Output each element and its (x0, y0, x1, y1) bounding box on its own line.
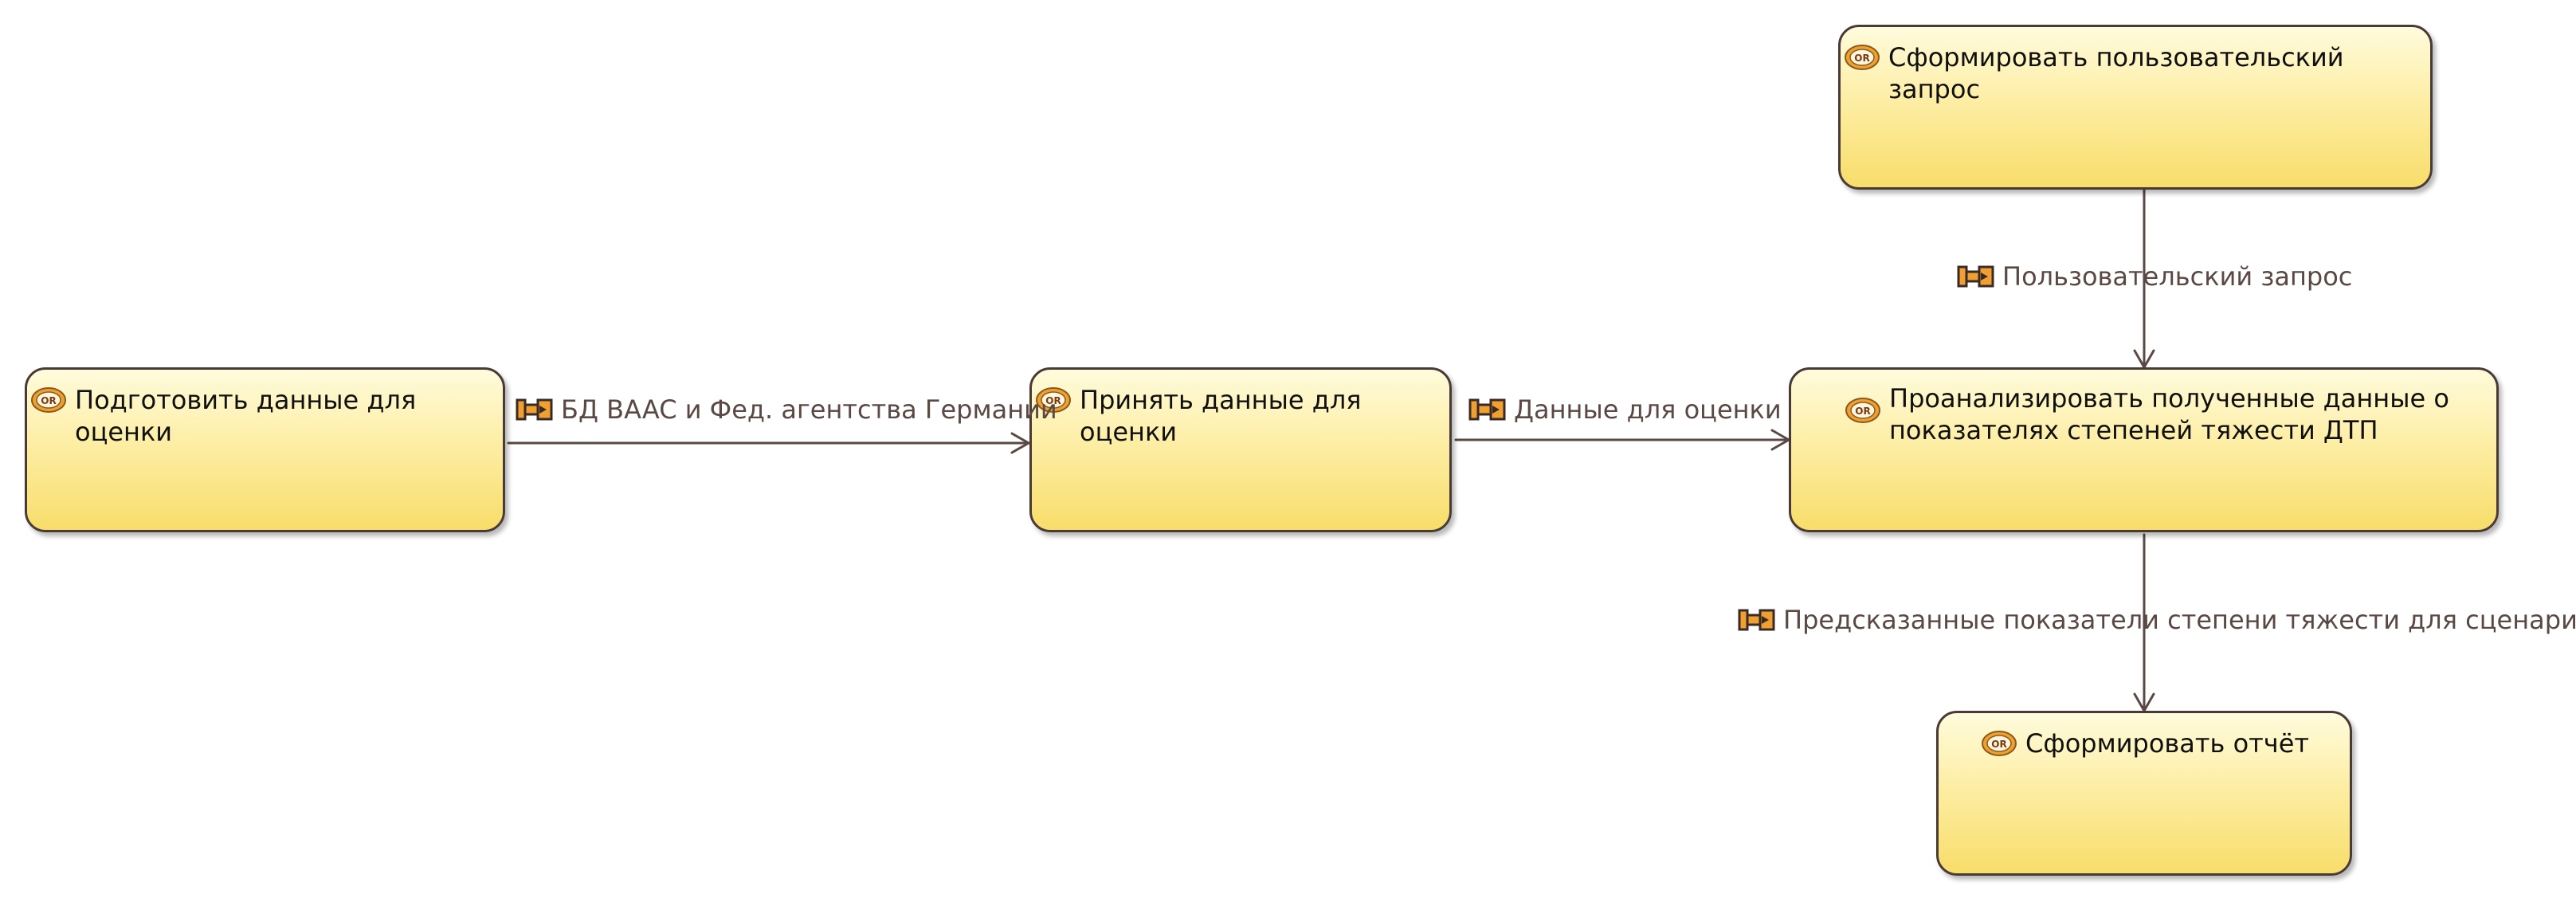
flow-label-predicted-text: Предсказанные показатели степени тяжести… (1783, 605, 2576, 635)
activity-prepare-data-label: Подготовить данные для оценки (75, 385, 417, 447)
operation-icon (30, 386, 67, 414)
flow-label-bd-text: БД BAAC и Фед. агентства Германии (561, 394, 1057, 425)
activity-form-report-label: Сформировать отчёт (2025, 728, 2310, 759)
flow-label-user-query-text: Пользовательский запрос (2002, 261, 2353, 292)
flow-label-bd[interactable]: БД BAAC и Фед. агентства Германии (515, 394, 1057, 426)
activity-form-user-query[interactable]: Сформировать пользовательский запрос (1838, 25, 2433, 190)
activity-form-report[interactable]: Сформировать отчёт (1936, 711, 2352, 876)
activity-analyze-data[interactable]: Проанализировать полученные данные о пок… (1789, 367, 2499, 532)
flow-icon (1468, 398, 1508, 422)
activity-prepare-data[interactable]: Подготовить данные для оценки (25, 367, 505, 532)
flow-icon (1956, 265, 1996, 288)
flow-label-user-query[interactable]: Пользовательский запрос (1956, 261, 2352, 292)
operation-icon (1844, 44, 1880, 71)
flow-icon (1737, 608, 1777, 632)
operation-icon (1845, 397, 1881, 424)
activity-receive-data[interactable]: Принять данные для оценки (1029, 367, 1452, 532)
activity-analyze-data-label: Проанализировать полученные данные о пок… (1889, 383, 2449, 445)
flow-label-data-text: Данные для оценки (1514, 394, 1782, 425)
flow-label-data[interactable]: Данные для оценки (1468, 394, 1782, 426)
activity-receive-data-label: Принять данные для оценки (1080, 385, 1362, 447)
flow-icon (515, 398, 555, 422)
connector-prepare-to-receive (507, 432, 1032, 454)
operation-icon (1981, 730, 2017, 757)
flow-label-predicted[interactable]: Предсказанные показатели степени тяжести… (1737, 604, 2576, 636)
activity-form-user-query-label: Сформировать пользовательский запрос (1888, 42, 2344, 104)
connector-receive-to-analyze (1454, 429, 1792, 451)
